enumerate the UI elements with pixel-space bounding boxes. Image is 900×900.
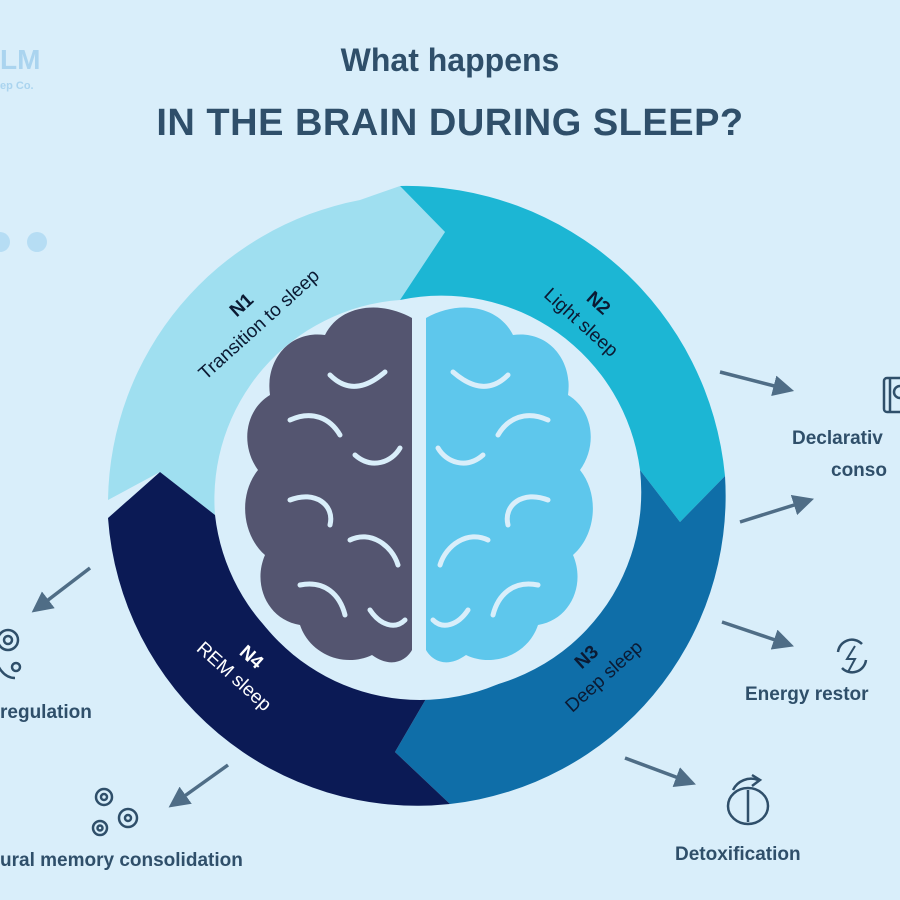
outcome-procedural-label: ural memory consolidation xyxy=(0,850,243,871)
outcome-energy-label: Energy restor xyxy=(745,684,869,705)
outcome-regulation-label: regulation xyxy=(0,702,92,723)
logo-text: LM xyxy=(0,44,41,75)
book-brain-icon xyxy=(882,376,900,414)
brain-icon xyxy=(245,307,593,663)
title-line-1: What happens xyxy=(340,42,560,78)
brain-refresh-icon xyxy=(726,773,770,826)
energy-recycle-icon xyxy=(836,638,868,674)
arrow-n3-to-detox xyxy=(624,756,696,787)
decorative-dot xyxy=(0,232,10,252)
brain-right-hemisphere xyxy=(426,307,593,663)
gears-icon xyxy=(91,787,139,837)
brain-left-hemisphere xyxy=(245,307,412,663)
arrow-n4-to-regulation xyxy=(31,566,92,613)
arrow-n2-to-declarative-2 xyxy=(739,495,815,524)
outcome-declarative-line2: conso xyxy=(831,460,887,481)
stage-n2-segment xyxy=(400,185,725,522)
arrow-n3-to-energy xyxy=(721,620,794,650)
arrow-n2-to-declarative xyxy=(719,370,795,396)
decorative-dot xyxy=(27,232,47,252)
head-gear-icon xyxy=(0,628,22,680)
outcome-declarative-line1: Declarativ xyxy=(792,428,883,449)
arrow-n4-to-procedural xyxy=(168,763,230,808)
stage-n4-segment xyxy=(108,472,450,806)
stage-n1-segment xyxy=(108,186,445,515)
title-line-2: IN THE BRAIN DURING SLEEP? xyxy=(156,102,744,144)
stage-n3-segment xyxy=(395,470,726,804)
sleep-stage-ring xyxy=(108,185,726,806)
outcome-detox-label: Detoxification xyxy=(675,844,801,865)
logo-subtext: ep Co. xyxy=(0,80,34,92)
